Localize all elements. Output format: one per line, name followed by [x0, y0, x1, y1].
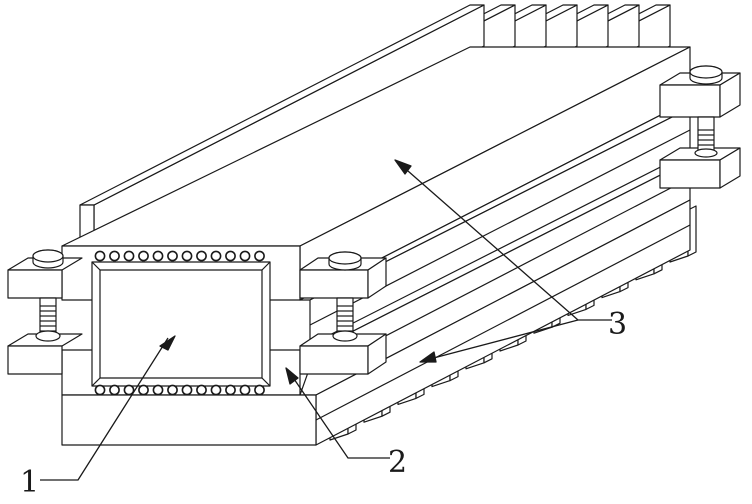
- tube-hole: [109, 384, 120, 396]
- callout-3-arrowhead-a: [394, 159, 412, 175]
- window-bevel-line: [261, 377, 271, 387]
- far-clamp-lower-side: [719, 147, 741, 189]
- right-clamp: [299, 251, 387, 375]
- left-bolt-head-top: [32, 249, 64, 263]
- tube-hole: [210, 250, 222, 262]
- callout-2-arrowhead: [285, 367, 299, 385]
- heat-conduction-block: [99, 269, 263, 379]
- right-clamp-upper-front: [299, 269, 369, 299]
- far-clamp: [659, 65, 741, 189]
- right-clamp-lower-front: [299, 345, 369, 375]
- callout-2-leader: [291, 375, 390, 459]
- callout-leaders: [40, 159, 612, 481]
- right-clamp-lower-side: [367, 333, 387, 375]
- callout-1-label: 1: [20, 465, 39, 500]
- right-bolt-shank: [336, 297, 354, 337]
- tube-hole: [239, 384, 251, 396]
- tube-hole: [94, 250, 106, 262]
- callout-3-arrowhead-b: [419, 351, 437, 363]
- tube-hole: [181, 384, 193, 396]
- left-clamp-upper-front: [7, 269, 63, 299]
- callout-3-leader-b: [425, 319, 579, 361]
- tube-hole: [254, 384, 265, 396]
- left-clamp-lower-front: [7, 345, 63, 375]
- left-clamp: [7, 249, 83, 375]
- callout-labels: 1 2 3: [20, 307, 627, 500]
- tube-hole: [138, 250, 149, 262]
- tube-hole: [254, 250, 265, 262]
- callout-3-label: 3: [608, 307, 627, 342]
- window-bevel-line: [91, 377, 101, 387]
- left-bolt-shank: [39, 297, 57, 337]
- tube-hole: [210, 384, 222, 396]
- right-clamp-upper-side: [367, 257, 387, 299]
- tube-hole-row-top: [94, 250, 265, 262]
- tube-hole: [109, 250, 120, 262]
- far-clamp-upper-side: [719, 72, 741, 118]
- window-bevel-line: [91, 261, 101, 271]
- base-front-face: [61, 394, 317, 446]
- window-bevel-line: [261, 261, 271, 271]
- side-seam-line: [315, 224, 691, 421]
- tube-hole: [123, 384, 135, 396]
- tube-hole: [196, 384, 207, 396]
- tube-hole: [152, 250, 164, 262]
- callout-1-arrowhead: [159, 335, 176, 351]
- right-bolt-head-top: [328, 251, 362, 265]
- tube-hole: [152, 384, 164, 396]
- tube-hole: [181, 250, 193, 262]
- far-bolt-head-top: [689, 65, 723, 79]
- callout-2-label: 2: [388, 445, 407, 480]
- tube-hole: [167, 250, 178, 262]
- tube-hole: [94, 384, 106, 396]
- tube-hole: [225, 384, 236, 396]
- tube-hole: [239, 250, 251, 262]
- callout-1-leader: [40, 337, 169, 481]
- tube-hole-row-bottom: [94, 384, 265, 396]
- tube-hole: [225, 250, 236, 262]
- tube-hole: [167, 384, 178, 396]
- right-bolt-nut: [332, 330, 358, 342]
- tube-hole: [196, 250, 207, 262]
- left-bolt-nut: [35, 330, 61, 342]
- far-clamp-upper-front: [659, 84, 721, 118]
- far-bolt-nut: [694, 148, 718, 158]
- tube-hole: [123, 250, 135, 262]
- tube-hole: [138, 384, 149, 396]
- housing-body: [61, 46, 691, 446]
- far-clamp-lower-front: [659, 159, 721, 189]
